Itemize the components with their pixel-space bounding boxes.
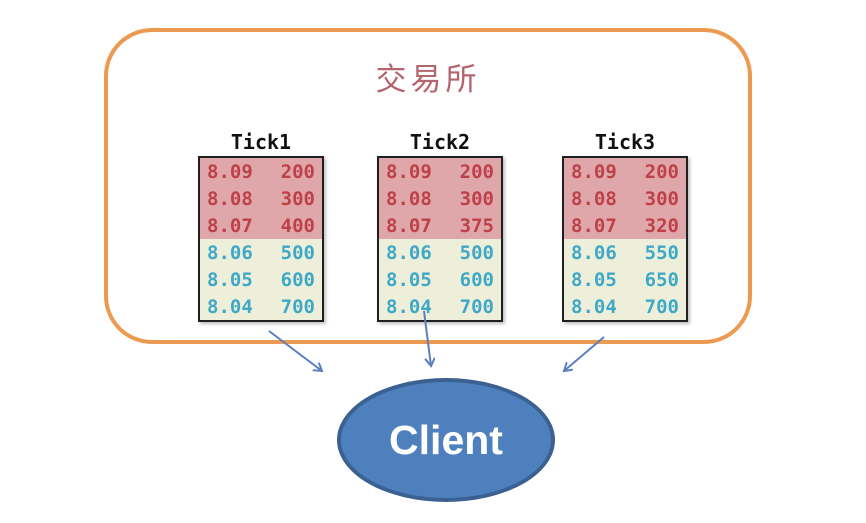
ask-row: 8.09 200 [200,158,322,185]
price-cell: 8.06 [571,241,617,264]
volume-cell: 700 [459,295,494,318]
tick2-orderbook-table: 8.09 200 8.08 300 8.07 375 8.06 500 8.05 600 8.04 7… [377,156,503,322]
tick1-group: Tick1 8.09 200 8.08 300 8.07 400 8.06 500 8.05 60… [198,129,324,322]
volume-cell: 650 [644,268,679,291]
bid-row: 8.05 600 [379,266,501,293]
volume-cell: 500 [459,241,494,264]
price-cell: 8.04 [386,295,432,318]
volume-cell: 700 [280,295,315,318]
bid-row: 8.04 700 [564,293,686,320]
ask-row: 8.07 400 [200,212,322,239]
ask-row: 8.07 375 [379,212,501,239]
price-cell: 8.09 [386,160,432,183]
volume-cell: 300 [459,187,494,210]
tick1-orderbook-table: 8.09 200 8.08 300 8.07 400 8.06 500 8.05 600 8.04 7… [198,156,324,322]
ask-row: 8.09 200 [564,158,686,185]
bid-row: 8.05 600 [200,266,322,293]
price-cell: 8.04 [571,295,617,318]
bid-row: 8.04 700 [379,293,501,320]
price-cell: 8.07 [207,214,253,237]
price-cell: 8.05 [207,268,253,291]
volume-cell: 550 [644,241,679,264]
ask-row: 8.08 300 [564,185,686,212]
client-label: Client [389,416,503,463]
price-cell: 8.05 [571,268,617,291]
volume-cell: 200 [280,160,315,183]
volume-cell: 300 [280,187,315,210]
price-cell: 8.05 [386,268,432,291]
ask-row: 8.08 300 [379,185,501,212]
ask-row: 8.08 300 [200,185,322,212]
tick2-label: Tick2 [409,130,471,154]
price-cell: 8.07 [386,214,432,237]
volume-cell: 600 [280,268,315,291]
volume-cell: 300 [644,187,679,210]
volume-cell: 200 [644,160,679,183]
bid-row: 8.06 500 [379,239,501,266]
price-cell: 8.09 [207,160,253,183]
bid-row: 8.06 500 [200,239,322,266]
tick1-label: Tick1 [230,130,292,154]
client-node: Client [337,378,555,502]
volume-cell: 320 [644,214,679,237]
price-cell: 8.09 [571,160,617,183]
tick3-label: Tick3 [594,130,656,154]
price-cell: 8.07 [571,214,617,237]
volume-cell: 500 [280,241,315,264]
bid-row: 8.04 700 [200,293,322,320]
volume-cell: 375 [459,214,494,237]
price-cell: 8.08 [207,187,253,210]
bid-row: 8.05 650 [564,266,686,293]
ask-row: 8.07 320 [564,212,686,239]
volume-cell: 700 [644,295,679,318]
price-cell: 8.08 [571,187,617,210]
price-cell: 8.06 [386,241,432,264]
price-cell: 8.06 [207,241,253,264]
price-cell: 8.04 [207,295,253,318]
price-cell: 8.08 [386,187,432,210]
volume-cell: 200 [459,160,494,183]
tick3-orderbook-table: 8.09 200 8.08 300 8.07 320 8.06 550 8.05 650 8.04 7… [562,156,688,322]
tick2-group: Tick2 8.09 200 8.08 300 8.07 375 8.06 500 8.05 60… [377,129,503,322]
volume-cell: 600 [459,268,494,291]
tick3-group: Tick3 8.09 200 8.08 300 8.07 320 8.06 550 8.05 65… [562,129,688,322]
ask-row: 8.09 200 [379,158,501,185]
bid-row: 8.06 550 [564,239,686,266]
volume-cell: 400 [280,214,315,237]
exchange-title: 交易所 [375,62,481,97]
